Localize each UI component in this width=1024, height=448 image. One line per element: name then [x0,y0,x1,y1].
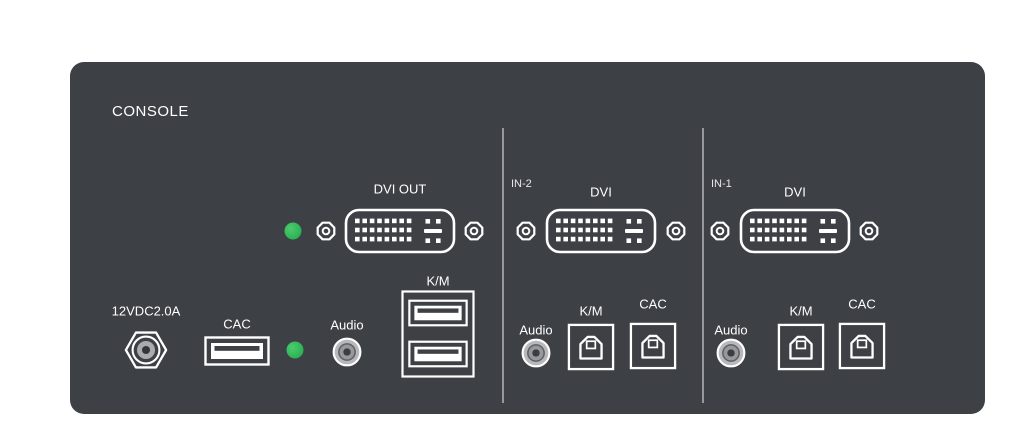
input-name-label: IN-1 [711,178,732,190]
console-section-title: CONSOLE [112,103,189,120]
usb-b-port-icon [629,322,677,370]
screw-icon [314,219,338,243]
audio-label: Audio [519,322,553,338]
usb-km-dual-port-icon [401,290,475,378]
audio-jack-icon [332,337,363,368]
dvi-out-label: DVI OUT [373,181,427,197]
km-label: K/M [426,273,450,289]
green-led [286,341,304,359]
dvi-label: DVI [590,184,612,200]
power-label: 12VDC2.0A [111,303,181,319]
kvm-rear-panel: CONSOLE DVI OUT 12VDC2.0A CAC Audio K/M … [70,62,985,414]
power-jack-icon [123,327,169,373]
input-name-label: IN-2 [511,178,532,190]
screw-icon [462,219,486,243]
cac-label: CAC [639,296,667,312]
section-divider [502,128,504,403]
usb-b-port-icon [777,323,825,371]
section-divider [702,128,704,403]
dvi-connector-icon [545,208,657,254]
dvi-label: DVI [784,184,806,200]
dvi-connector-icon [344,208,456,254]
dvi-connector-icon [739,208,851,254]
screw-icon [857,219,881,243]
green-led [284,222,302,240]
screw-icon [664,219,688,243]
audio-label: Audio [330,317,364,333]
audio-label: Audio [714,322,748,338]
screw-icon [514,219,538,243]
cac-label: CAC [223,316,251,332]
audio-jack-icon [716,338,747,369]
audio-jack-icon [521,338,552,369]
usb-a-port-icon [204,336,270,366]
usb-b-port-icon [567,323,615,371]
usb-b-port-icon [838,322,886,370]
km-label: K/M [789,303,813,319]
km-label: K/M [579,303,603,319]
cac-label: CAC [848,296,876,312]
screw-icon [708,219,732,243]
